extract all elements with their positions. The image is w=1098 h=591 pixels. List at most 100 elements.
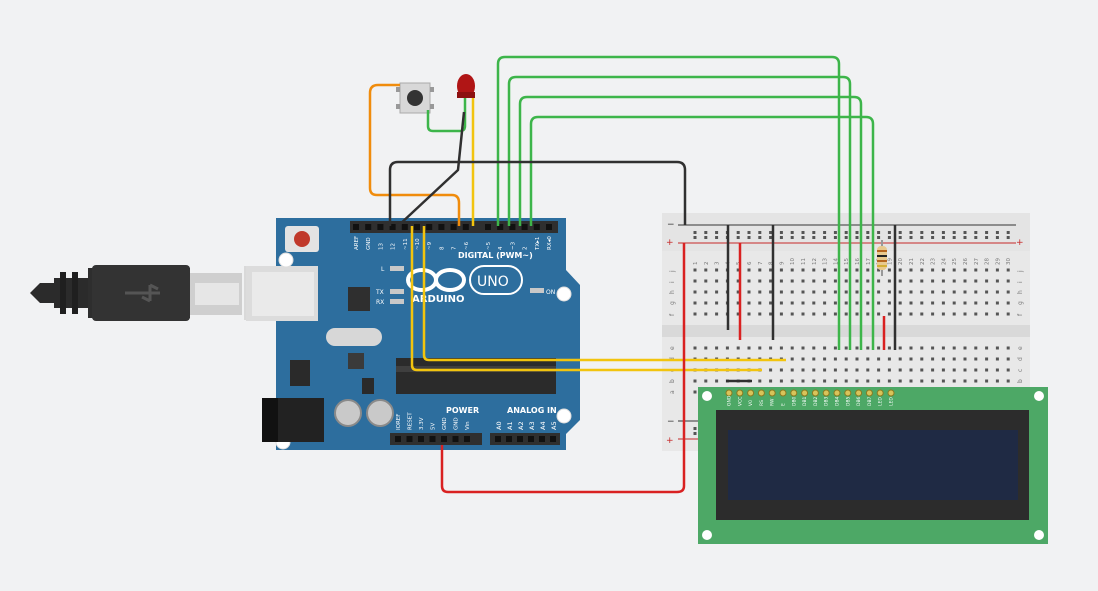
- breadboard-hole[interactable]: [715, 301, 719, 305]
- breadboard-hole[interactable]: [909, 312, 913, 316]
- breadboard-hole[interactable]: [995, 279, 999, 283]
- digital-pin-hole[interactable]: [438, 224, 445, 230]
- lcd-pin[interactable]: [779, 389, 787, 397]
- power-pin-hole[interactable]: [406, 436, 413, 442]
- breadboard-hole[interactable]: [823, 279, 827, 283]
- lcd-pin[interactable]: [833, 389, 841, 397]
- breadboard-hole[interactable]: [801, 368, 805, 372]
- breadboard-hole[interactable]: [704, 312, 708, 316]
- breadboard-hole[interactable]: [909, 357, 913, 361]
- breadboard-hole[interactable]: [952, 279, 956, 283]
- breadboard-hole[interactable]: [704, 379, 708, 383]
- pushbutton[interactable]: [396, 82, 434, 114]
- analog-pin-hole[interactable]: [539, 436, 545, 442]
- breadboard-hole[interactable]: [898, 379, 902, 383]
- analog-pin-hole[interactable]: [550, 436, 556, 442]
- breadboard-hole[interactable]: [801, 290, 805, 294]
- breadboard-hole[interactable]: [855, 279, 859, 283]
- breadboard-hole[interactable]: [812, 346, 816, 350]
- wire-yellow-2[interactable]: [410, 226, 762, 372]
- breadboard-hole[interactable]: [844, 301, 848, 305]
- breadboard-hole[interactable]: [823, 379, 827, 383]
- analog-pin-hole[interactable]: [495, 436, 501, 442]
- breadboard-hole[interactable]: [920, 379, 924, 383]
- rail-hole[interactable]: [747, 231, 751, 234]
- digital-pin-hole[interactable]: [353, 224, 359, 230]
- breadboard-hole[interactable]: [985, 268, 989, 272]
- breadboard-hole[interactable]: [974, 368, 978, 372]
- breadboard-hole[interactable]: [769, 368, 773, 372]
- digital-pin-hole[interactable]: [533, 224, 540, 230]
- breadboard-hole[interactable]: [974, 346, 978, 350]
- rail-hole[interactable]: [704, 236, 708, 239]
- digital-pin-hole[interactable]: [365, 224, 372, 230]
- power-pin-hole[interactable]: [395, 436, 401, 442]
- breadboard-hole[interactable]: [747, 268, 751, 272]
- rail-hole[interactable]: [758, 231, 762, 234]
- rail-hole[interactable]: [844, 236, 848, 239]
- breadboard-hole[interactable]: [920, 279, 924, 283]
- breadboard-hole[interactable]: [801, 301, 805, 305]
- rail-hole[interactable]: [974, 231, 978, 234]
- breadboard-hole[interactable]: [693, 346, 697, 350]
- breadboard-hole[interactable]: [952, 290, 956, 294]
- breadboard-hole[interactable]: [779, 290, 783, 294]
- wire-black-led[interactable]: [397, 111, 466, 227]
- breadboard-hole[interactable]: [823, 368, 827, 372]
- breadboard-hole[interactable]: [920, 368, 924, 372]
- breadboard-hole[interactable]: [790, 279, 794, 283]
- breadboard-hole[interactable]: [736, 290, 740, 294]
- breadboard-hole[interactable]: [963, 379, 967, 383]
- breadboard-hole[interactable]: [779, 346, 783, 350]
- breadboard-hole[interactable]: [909, 268, 913, 272]
- breadboard-hole[interactable]: [931, 346, 935, 350]
- breadboard-hole[interactable]: [920, 357, 924, 361]
- breadboard-hole[interactable]: [995, 268, 999, 272]
- breadboard-hole[interactable]: [704, 290, 708, 294]
- breadboard-hole[interactable]: [866, 279, 870, 283]
- rail-hole[interactable]: [693, 236, 697, 239]
- lcd-pin[interactable]: [876, 389, 884, 397]
- rail-hole[interactable]: [758, 236, 762, 239]
- breadboard-hole[interactable]: [823, 357, 827, 361]
- breadboard-hole[interactable]: [812, 368, 816, 372]
- breadboard-hole[interactable]: [790, 379, 794, 383]
- breadboard-hole[interactable]: [952, 379, 956, 383]
- breadboard-hole[interactable]: [898, 357, 902, 361]
- breadboard-hole[interactable]: [1006, 368, 1010, 372]
- rail-hole[interactable]: [887, 236, 891, 239]
- rail-hole[interactable]: [931, 236, 935, 239]
- breadboard-hole[interactable]: [963, 268, 967, 272]
- digital-pin-hole[interactable]: [509, 224, 516, 230]
- digital-pin-hole[interactable]: [401, 224, 408, 230]
- breadboard-hole[interactable]: [790, 312, 794, 316]
- breadboard-hole[interactable]: [715, 279, 719, 283]
- lcd-pin[interactable]: [747, 389, 755, 397]
- breadboard-hole[interactable]: [877, 357, 881, 361]
- breadboard-hole[interactable]: [715, 379, 719, 383]
- lcd-pin[interactable]: [725, 389, 733, 397]
- breadboard-hole[interactable]: [833, 346, 837, 350]
- breadboard-hole[interactable]: [769, 346, 773, 350]
- rail-hole[interactable]: [920, 231, 924, 234]
- breadboard-hole[interactable]: [1006, 357, 1010, 361]
- breadboard-hole[interactable]: [877, 379, 881, 383]
- breadboard-hole[interactable]: [866, 268, 870, 272]
- breadboard-hole[interactable]: [855, 268, 859, 272]
- breadboard-hole[interactable]: [887, 346, 891, 350]
- rail-hole[interactable]: [898, 231, 902, 234]
- breadboard-hole[interactable]: [985, 301, 989, 305]
- breadboard-hole[interactable]: [758, 301, 762, 305]
- breadboard-hole[interactable]: [877, 301, 881, 305]
- breadboard-hole[interactable]: [877, 312, 881, 316]
- breadboard-hole[interactable]: [725, 346, 729, 350]
- power-pin-hole[interactable]: [452, 436, 459, 442]
- breadboard-hole[interactable]: [952, 346, 956, 350]
- rail-hole[interactable]: [790, 231, 794, 234]
- breadboard-hole[interactable]: [931, 312, 935, 316]
- breadboard-hole[interactable]: [747, 301, 751, 305]
- breadboard-hole[interactable]: [985, 279, 989, 283]
- breadboard-hole[interactable]: [909, 379, 913, 383]
- breadboard-hole[interactable]: [941, 279, 945, 283]
- red-led[interactable]: [457, 74, 475, 98]
